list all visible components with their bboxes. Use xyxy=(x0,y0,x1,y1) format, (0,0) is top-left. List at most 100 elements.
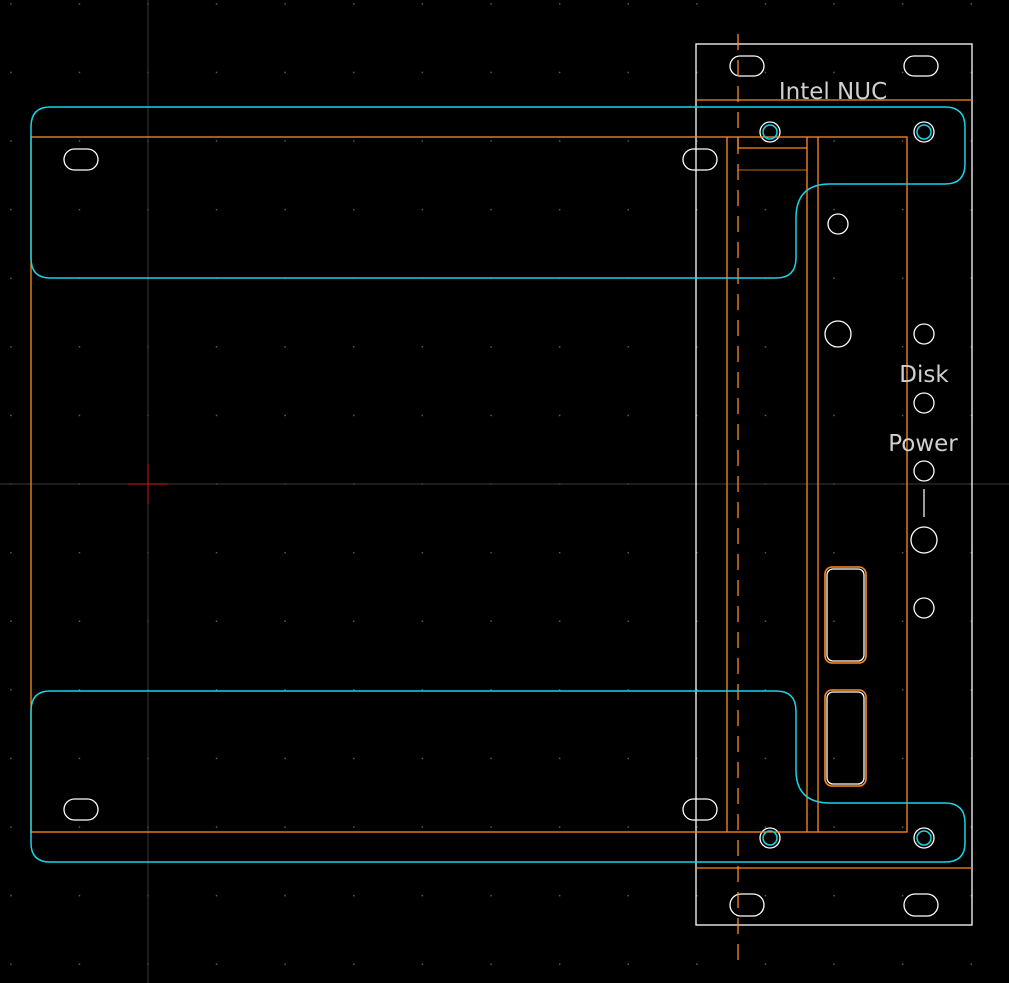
grid-dot xyxy=(901,140,904,142)
mount-bracket-outline xyxy=(30,136,908,833)
grid-dot xyxy=(353,140,355,142)
grid-dot xyxy=(215,551,218,554)
grid-dot xyxy=(490,551,492,554)
hole-power-switch xyxy=(910,526,938,554)
hole-power-button xyxy=(824,320,852,348)
mount-slot-bottom-left xyxy=(729,893,765,917)
grid-dot xyxy=(970,140,972,142)
grid-dot xyxy=(78,826,81,828)
grid-dot xyxy=(78,620,81,622)
grid-dot xyxy=(10,894,12,897)
grid-dot xyxy=(78,894,81,897)
grid-dot xyxy=(421,757,424,760)
grid-dot xyxy=(284,620,286,622)
grid-dot xyxy=(353,620,355,622)
grid-dot xyxy=(558,963,561,965)
hole-screw-tr xyxy=(913,121,935,143)
grid-dot xyxy=(833,208,835,211)
grid-dot xyxy=(764,71,767,74)
grid-dot xyxy=(421,826,424,828)
grid-dot xyxy=(558,208,561,211)
grid-dot xyxy=(490,346,492,348)
grid-dot xyxy=(421,208,424,211)
grid-dot xyxy=(421,689,424,691)
courtyard-layer xyxy=(30,106,966,863)
grid-dot xyxy=(558,894,561,897)
grid-dot xyxy=(490,71,492,74)
grid-dot xyxy=(490,140,492,142)
grid-dot xyxy=(558,140,561,142)
grid-dot xyxy=(284,757,286,760)
grid-dot xyxy=(558,826,561,828)
grid-dot xyxy=(284,689,286,691)
grid-dot xyxy=(696,963,698,965)
power-label: Power xyxy=(888,431,958,457)
grid-dot xyxy=(627,894,629,897)
grid-dot xyxy=(696,208,698,211)
grid-dot xyxy=(215,757,218,760)
grid-dot xyxy=(284,414,286,417)
grid-dot xyxy=(10,414,12,417)
grid-dot xyxy=(901,757,904,760)
grid-dot xyxy=(764,757,767,760)
grid-dot xyxy=(353,551,355,554)
mount-slot-top-right xyxy=(903,55,939,77)
grid-dot xyxy=(901,208,904,211)
grid-dot xyxy=(78,689,81,691)
grid-dot xyxy=(10,689,12,691)
bracket-slot-bottom-left xyxy=(63,798,99,821)
grid-dot xyxy=(284,551,286,554)
grid-dot xyxy=(970,551,972,554)
grid-dot xyxy=(78,757,81,760)
grid-dot xyxy=(833,277,835,279)
grid-dot xyxy=(696,414,698,417)
grid-dot xyxy=(215,894,218,897)
fab-layer xyxy=(30,34,972,970)
grid-dot xyxy=(490,3,492,5)
grid-dot xyxy=(284,140,286,142)
grid-dot xyxy=(833,140,835,142)
grid-dot xyxy=(901,3,904,5)
grid-dot xyxy=(627,71,629,74)
grid-dot xyxy=(78,208,81,211)
grid-dot xyxy=(970,208,972,211)
grid-dot xyxy=(421,963,424,965)
grid-dot xyxy=(764,826,767,828)
courtyard-bottom xyxy=(30,690,966,863)
grid-dot xyxy=(696,757,698,760)
grid-dot xyxy=(353,757,355,760)
grid-dot xyxy=(215,346,218,348)
grid-dot xyxy=(10,963,12,965)
grid-dot xyxy=(901,346,904,348)
grid-dot xyxy=(764,346,767,348)
grid-dot xyxy=(78,551,81,554)
grid-dot xyxy=(901,551,904,554)
grid-dot xyxy=(696,620,698,622)
grid-dot xyxy=(764,963,767,965)
grid-dot xyxy=(284,346,286,348)
hole-screw-br xyxy=(913,827,935,849)
hole-led-bottom xyxy=(913,597,935,619)
grid-dot xyxy=(970,414,972,417)
grid-dot xyxy=(215,689,218,691)
grid-dot xyxy=(970,71,972,74)
grid-dot xyxy=(970,346,972,348)
grid-dot xyxy=(627,3,629,5)
grid-dot xyxy=(490,689,492,691)
grid-dot xyxy=(78,71,81,74)
grid-dot xyxy=(284,3,286,5)
grid-dot xyxy=(10,208,12,211)
grid-dot xyxy=(215,140,218,142)
grid-dot xyxy=(10,3,12,5)
grid-dot xyxy=(353,826,355,828)
grid-dot xyxy=(490,826,492,828)
grid-dot xyxy=(970,689,972,691)
hole-disk-led xyxy=(913,392,935,414)
grid-dot xyxy=(78,140,81,142)
courtyard-screw-br xyxy=(916,830,932,846)
grid-dot xyxy=(901,620,904,622)
grid-dot xyxy=(558,346,561,348)
grid-dot xyxy=(284,894,286,897)
hole-screw-tl xyxy=(759,121,781,143)
